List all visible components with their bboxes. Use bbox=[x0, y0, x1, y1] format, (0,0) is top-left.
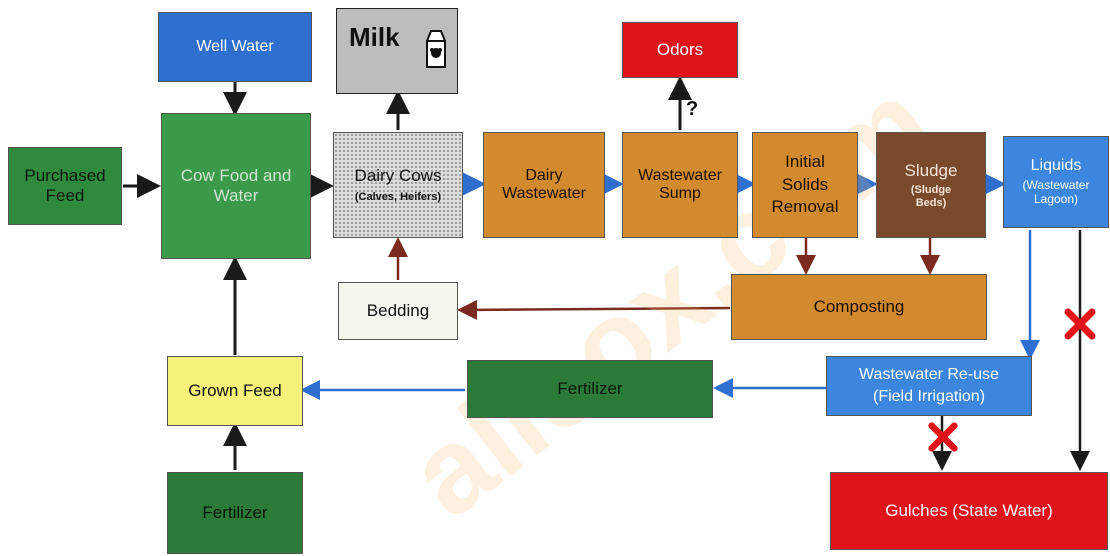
node-sludge-title: Sludge bbox=[904, 160, 958, 180]
node-fertilizer-mid-label: Fertilizer bbox=[557, 379, 623, 399]
node-milk: Milk bbox=[336, 8, 458, 94]
node-dairy-cows-sub: (Calves, Heifers) bbox=[354, 191, 442, 204]
node-liquids-sub: (Wastewater Lagoon) bbox=[1022, 178, 1090, 207]
node-initial-solids: Initial Solids Removal bbox=[752, 132, 858, 238]
node-wastewater-sump-label: Wastewater Sump bbox=[638, 166, 722, 202]
node-wastewater-reuse-line1: Wastewater Re-use bbox=[859, 366, 999, 384]
node-grown-feed: Grown Feed bbox=[167, 356, 303, 426]
node-dairy-wastewater-label: Dairy Wastewater bbox=[502, 166, 586, 202]
x-mark-icon bbox=[1064, 308, 1096, 340]
node-fertilizer-mid: Fertilizer bbox=[467, 360, 713, 418]
node-composting: Composting bbox=[731, 274, 987, 340]
node-dairy-wastewater: Dairy Wastewater bbox=[483, 132, 605, 238]
node-sludge: Sludge (Sludge Beds) bbox=[876, 132, 986, 238]
node-purchased-feed-label: Purchased Feed bbox=[24, 166, 106, 205]
node-fertilizer-bottom-label: Fertilizer bbox=[202, 503, 268, 523]
node-bedding-label: Bedding bbox=[366, 301, 430, 321]
node-odors: Odors bbox=[622, 22, 738, 78]
node-fertilizer-bottom: Fertilizer bbox=[167, 472, 303, 554]
node-wastewater-sump: Wastewater Sump bbox=[622, 132, 738, 238]
node-well-water-label: Well Water bbox=[196, 37, 274, 55]
node-initial-solids-label: Initial Solids Removal bbox=[771, 151, 839, 217]
node-bedding: Bedding bbox=[338, 282, 458, 340]
node-dairy-cows: Dairy Cows (Calves, Heifers) bbox=[333, 132, 463, 238]
arrow-composting-to-bedding bbox=[457, 299, 731, 320]
node-well-water: Well Water bbox=[158, 12, 312, 82]
node-milk-label: Milk bbox=[349, 22, 400, 52]
node-gulches-label: Gulches (State Water) bbox=[885, 501, 1053, 521]
node-wastewater-reuse-line2: (Field Irrigation) bbox=[872, 387, 986, 405]
x-mark-icon bbox=[928, 422, 958, 452]
node-purchased-feed: Purchased Feed bbox=[8, 147, 122, 225]
node-cow-food-water-label: Cow Food and Water bbox=[180, 166, 292, 205]
question-mark: ? bbox=[686, 98, 699, 120]
node-liquids: Liquids (Wastewater Lagoon) bbox=[1003, 136, 1109, 228]
node-grown-feed-label: Grown Feed bbox=[188, 381, 282, 401]
node-dairy-cows-title: Dairy Cows bbox=[354, 165, 442, 185]
node-composting-label: Composting bbox=[813, 297, 905, 317]
node-wastewater-reuse: Wastewater Re-use (Field Irrigation) bbox=[826, 356, 1032, 416]
node-odors-label: Odors bbox=[656, 40, 704, 60]
milk-carton-icon bbox=[426, 30, 446, 68]
node-liquids-title: Liquids bbox=[1030, 157, 1082, 174]
node-cow-food-water: Cow Food and Water bbox=[161, 113, 311, 259]
node-sludge-sub: (Sludge Beds) bbox=[910, 184, 952, 209]
node-gulches: Gulches (State Water) bbox=[830, 472, 1108, 550]
